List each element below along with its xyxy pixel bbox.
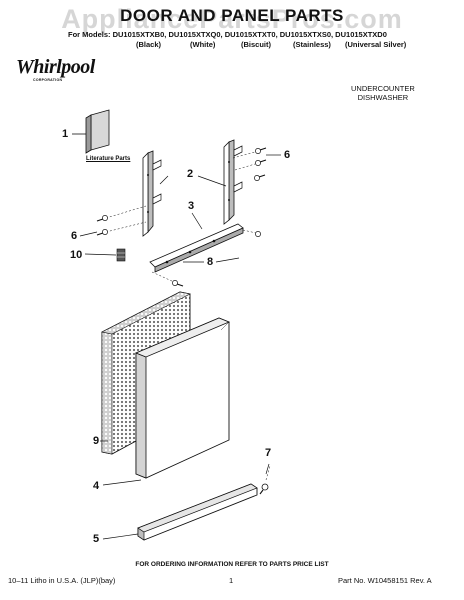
left-mounting-bracket	[142, 150, 162, 237]
callout-6-left: 6	[71, 230, 78, 242]
leader-7	[265, 463, 270, 475]
models-line: For Models: DU1015XTXB0, DU1015XTXQ0, DU…	[68, 30, 387, 39]
color-label-black: (Black)	[136, 40, 162, 49]
callout-5: 5	[93, 533, 100, 545]
product-type: UNDERCOUNTER DISHWASHER	[351, 84, 415, 102]
leader-2-left	[159, 175, 169, 185]
hinge-rail	[149, 223, 257, 273]
callout-2: 2	[187, 168, 194, 180]
screws-right	[232, 147, 267, 181]
page-number: 1	[229, 576, 234, 585]
product-type-line2: DISHWASHER	[357, 93, 409, 102]
outer-door-panel	[134, 317, 231, 479]
screws-left	[96, 205, 147, 236]
callout-10: 10	[70, 249, 83, 261]
color-label-universal-silver: (Universal Silver)	[345, 40, 407, 49]
right-mounting-bracket	[223, 139, 243, 225]
leader-4	[102, 479, 142, 486]
leader-10	[84, 253, 117, 256]
leader-8-b	[215, 257, 240, 263]
leader-5	[102, 533, 139, 540]
control-panel-trim	[137, 483, 258, 541]
clip-part	[116, 248, 126, 262]
callout-1: 1	[62, 128, 69, 140]
callout-8: 8	[207, 256, 214, 268]
callout-4: 4	[93, 480, 100, 492]
watermark: AppliancePartsPros.com	[61, 4, 403, 34]
print-info: 10–11 Litho in U.S.A. (JLP)(bay)	[8, 576, 116, 585]
rail-screw-right	[255, 231, 261, 237]
callout-9: 9	[93, 435, 100, 447]
callout-3: 3	[188, 200, 195, 212]
callout-6-right: 6	[284, 149, 291, 161]
color-label-white: (White)	[190, 40, 216, 49]
leader-6-left	[79, 231, 98, 237]
color-label-biscuit: (Biscuit)	[241, 40, 271, 49]
leader-3	[191, 212, 203, 230]
literature-parts-booklet	[85, 109, 110, 154]
color-label-stainless: (Stainless)	[293, 40, 331, 49]
rail-screw-left	[151, 271, 184, 287]
product-type-line1: UNDERCOUNTER	[351, 84, 415, 93]
control-panel-screw	[259, 465, 271, 495]
whirlpool-logo-sub: CORPORATION	[33, 78, 63, 82]
part-number: Part No. W10458151 Rev. A	[338, 576, 432, 585]
callout-7: 7	[265, 447, 272, 459]
ordering-note: FOR ORDERING INFORMATION REFER TO PARTS …	[135, 561, 329, 568]
literature-parts-label: Literature Parts	[86, 156, 131, 162]
leader-2-right	[197, 175, 227, 187]
page-title: DOOR AND PANEL PARTS	[120, 6, 344, 25]
whirlpool-logo: Whirlpool	[16, 56, 95, 78]
